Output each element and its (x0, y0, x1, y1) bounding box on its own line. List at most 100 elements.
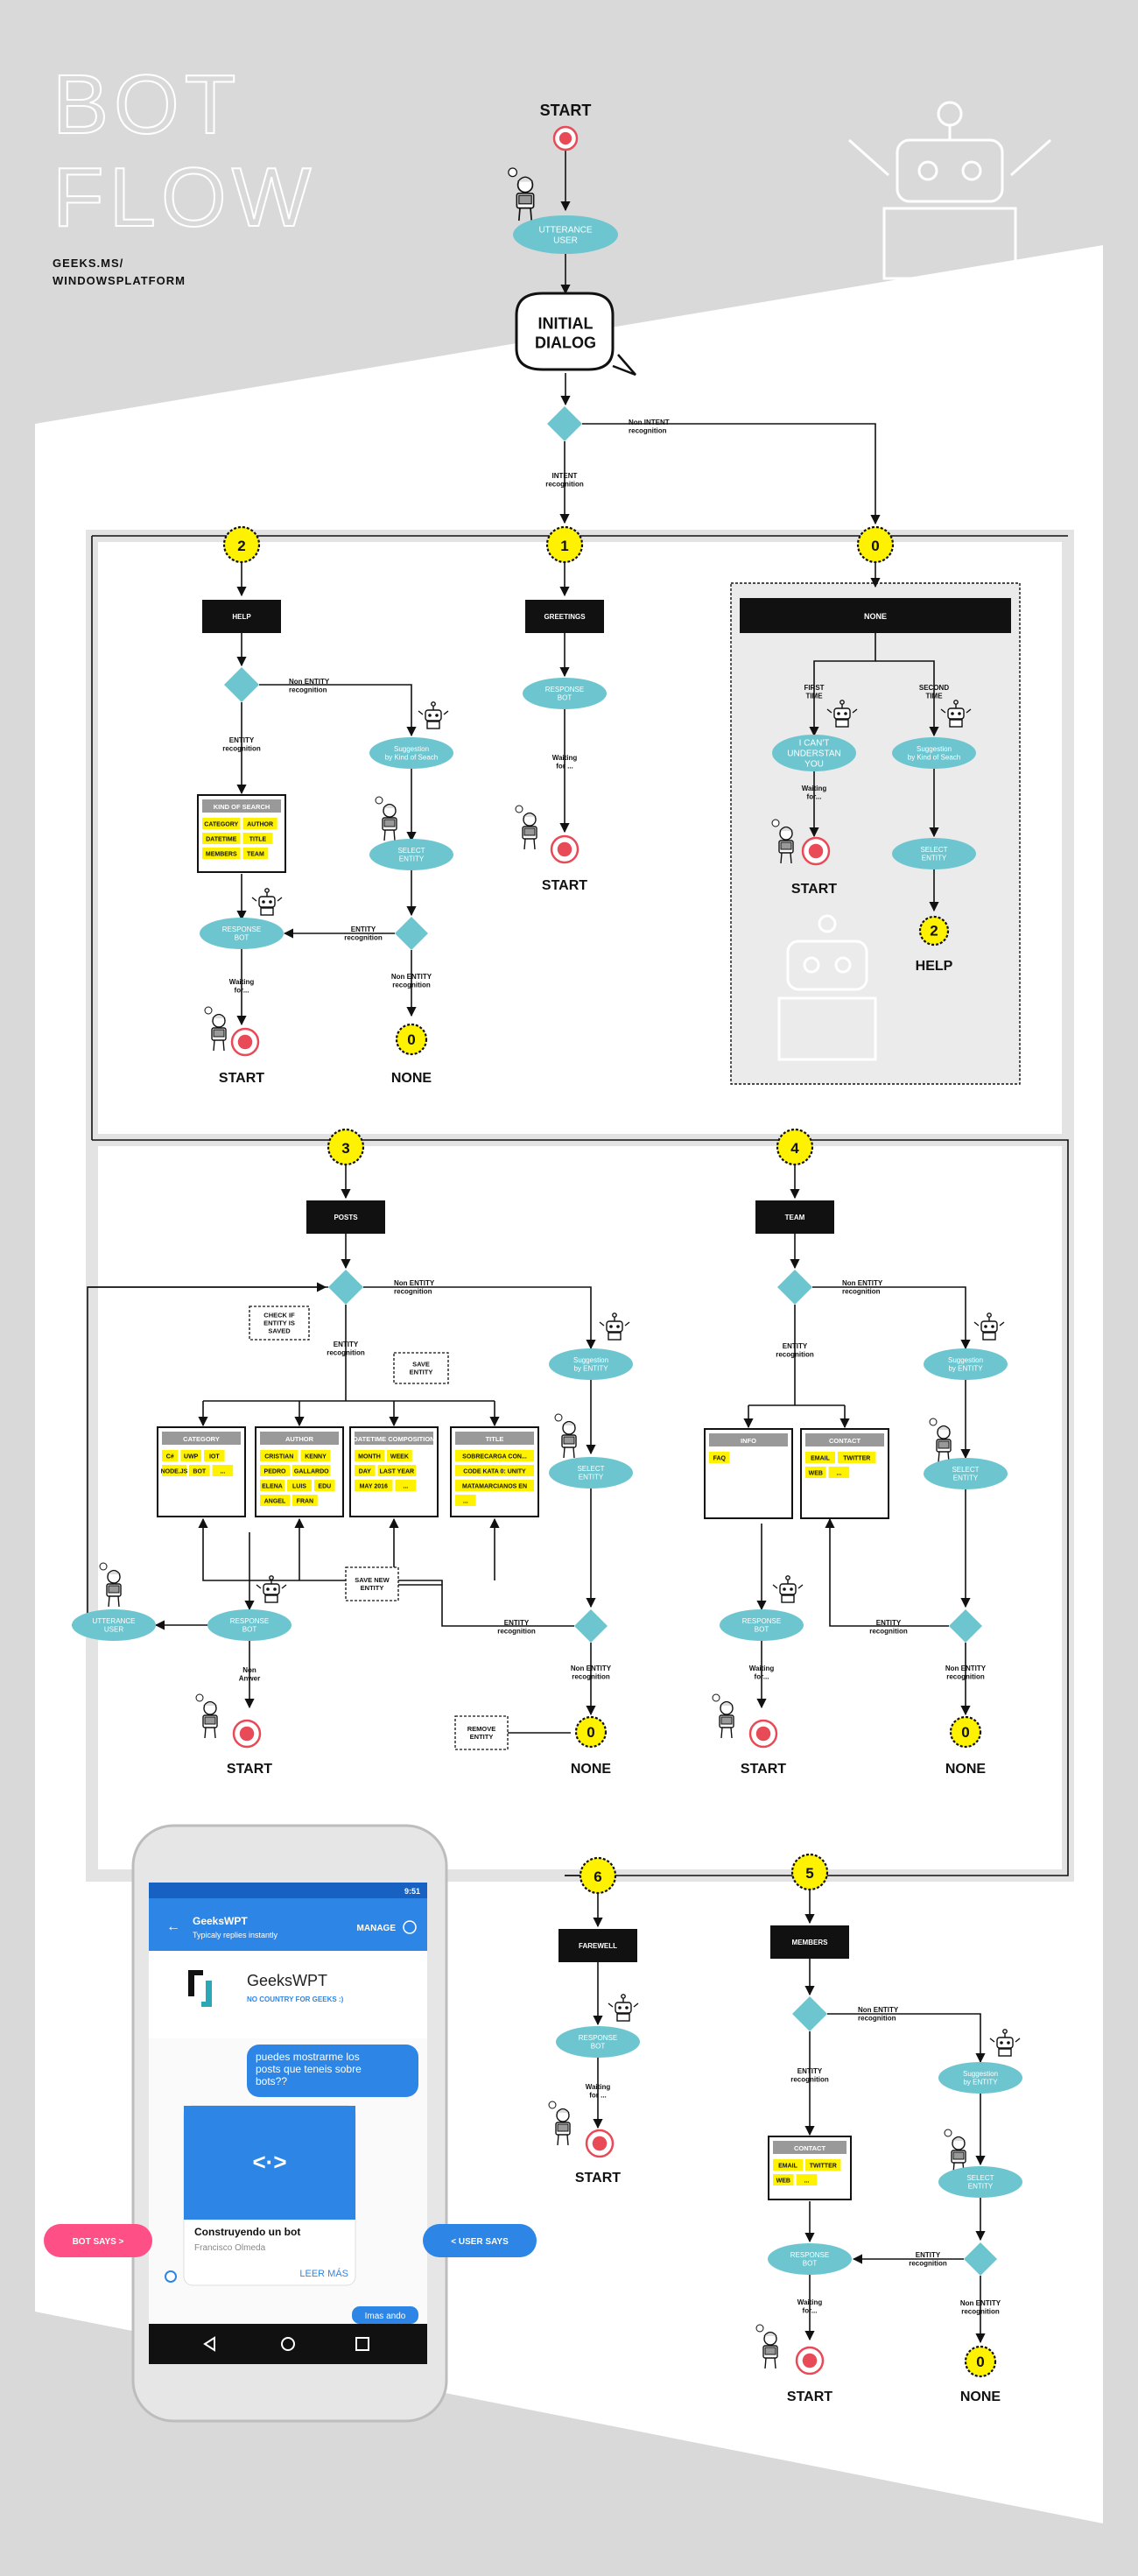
suggestion-pill (892, 737, 976, 769)
pill-label: BOT (235, 934, 249, 942)
deco-robot-small-icon (777, 914, 877, 1061)
deco-robot-body (882, 207, 1017, 280)
user-hair (720, 1700, 734, 1707)
note-text: SAVED (268, 1327, 291, 1335)
robot-arms (989, 2038, 1021, 2043)
start-target-dot (755, 1726, 771, 1742)
flow-annotation: recognition (392, 982, 431, 989)
card-author: Francisco Olmeda (194, 2243, 266, 2253)
help-diamond (224, 667, 259, 702)
pill-label: by ENTITY (963, 2079, 998, 2087)
table-cell-text: EMAIL (811, 1456, 831, 1462)
start-label: START (787, 2389, 832, 2404)
robot-body (264, 1594, 278, 1603)
table-cell-text: TWITTER (810, 2164, 837, 2170)
bot-says-text: BOT SAYS > (73, 2237, 124, 2247)
select-entity-pill (369, 839, 453, 870)
table-cell-text: DATETIME (206, 837, 237, 843)
user-figure-icon (554, 1413, 577, 1459)
table-cell (805, 2159, 841, 2171)
deco-robot-arms (848, 138, 1051, 177)
robot-head (425, 709, 442, 721)
deco-robot-body (777, 996, 877, 1061)
table-cell-text: CRISTIAN (264, 1454, 293, 1460)
table-cell (300, 1450, 331, 1461)
flow-annotation: Non ENTITY (394, 1279, 435, 1287)
none-header-box (740, 598, 1011, 633)
note-text: ENTITY (470, 1733, 494, 1741)
app-name: GeeksWPT (193, 1915, 248, 1927)
posts-diamond (328, 1270, 363, 1305)
flow-annotation: recognition (222, 745, 261, 753)
pill-label: Suggestion (394, 745, 429, 753)
pill-label: USER (553, 236, 578, 246)
user-bubble (712, 1693, 720, 1702)
start-target-dot (802, 2353, 818, 2368)
table-title-bar (355, 1432, 433, 1445)
node-number-badge (222, 525, 261, 564)
phone-nav-bar (149, 2324, 427, 2364)
user-hair (203, 1700, 217, 1707)
table-cell (838, 1452, 876, 1463)
table-cell (709, 1452, 730, 1463)
flow-line (363, 1286, 596, 1350)
pill-label: RESPONSE (230, 1617, 269, 1625)
flow-annotation: recognition (776, 1351, 814, 1359)
node-number-badge (776, 1128, 814, 1166)
deco-robot-icon (848, 101, 1051, 280)
flow-annotation: recognition (344, 934, 383, 942)
node-number-badge (395, 1023, 428, 1056)
flow-annotation: recognition (572, 1673, 610, 1681)
user-figure-icon (548, 2101, 571, 2146)
table-cell (260, 1480, 284, 1491)
user-figure-icon (515, 805, 537, 850)
table-cell-text: ... (220, 1469, 225, 1475)
table-cell-text: MATAMARCIANOS EN (462, 1484, 527, 1490)
robot-head (263, 1583, 280, 1595)
pill-label: RESPONSE (742, 1617, 781, 1625)
table-cell (773, 2174, 794, 2185)
user-bubble (515, 805, 523, 813)
flow-line (259, 684, 417, 737)
flow-annotation: Non ENTITY (391, 973, 432, 981)
table-cell-text: FAQ (713, 1456, 727, 1462)
table-cell-text: MONTH (358, 1454, 381, 1460)
flow-annotation: recognition (858, 2015, 896, 2023)
flow-line (809, 633, 876, 737)
table-cell (773, 2159, 803, 2171)
user-figure-icon (755, 2324, 778, 2369)
flow-annotation: for... (803, 2307, 818, 2315)
table-cell-text: ... (836, 1471, 841, 1477)
user-bubble (554, 1413, 563, 1422)
page-title-line1: BOT (53, 58, 241, 151)
robot-eye (984, 1325, 987, 1328)
robot-eye (616, 1325, 620, 1328)
user-laptop (720, 1716, 733, 1725)
phone-clock: 9:51 (404, 1887, 420, 1896)
user-hair (937, 1425, 951, 1431)
start-label: START (575, 2171, 621, 2185)
initial-dialog-bubble (515, 292, 615, 371)
flow-annotation: Waiting (229, 978, 255, 986)
table-cell-text: WEEK (390, 1454, 409, 1460)
user-legs (108, 1595, 120, 1608)
response-bot-pill (207, 1609, 292, 1641)
pill-label: by Kind of Seach (385, 754, 438, 762)
node-number-badge (949, 1715, 982, 1749)
table-cell (287, 1480, 312, 1491)
pill-label: USER (104, 1626, 123, 1634)
table-cell (162, 1450, 179, 1461)
robot-eye (1000, 2041, 1003, 2045)
deco-robot-eye (834, 956, 852, 974)
table-cell (355, 1465, 376, 1476)
flow-line (812, 1286, 971, 1350)
table-title-bar (260, 1432, 339, 1445)
initial-dialog-text: DIALOG (535, 334, 596, 351)
table-cell-text: KENNY (305, 1454, 327, 1460)
flow-annotation: ENTITY (783, 1342, 808, 1350)
node-number: 0 (871, 538, 879, 554)
info-icon (403, 1920, 417, 1934)
response-bot-pill (556, 2026, 640, 2058)
flow-annotation: Waiting (749, 1665, 775, 1672)
header-box (525, 600, 604, 633)
